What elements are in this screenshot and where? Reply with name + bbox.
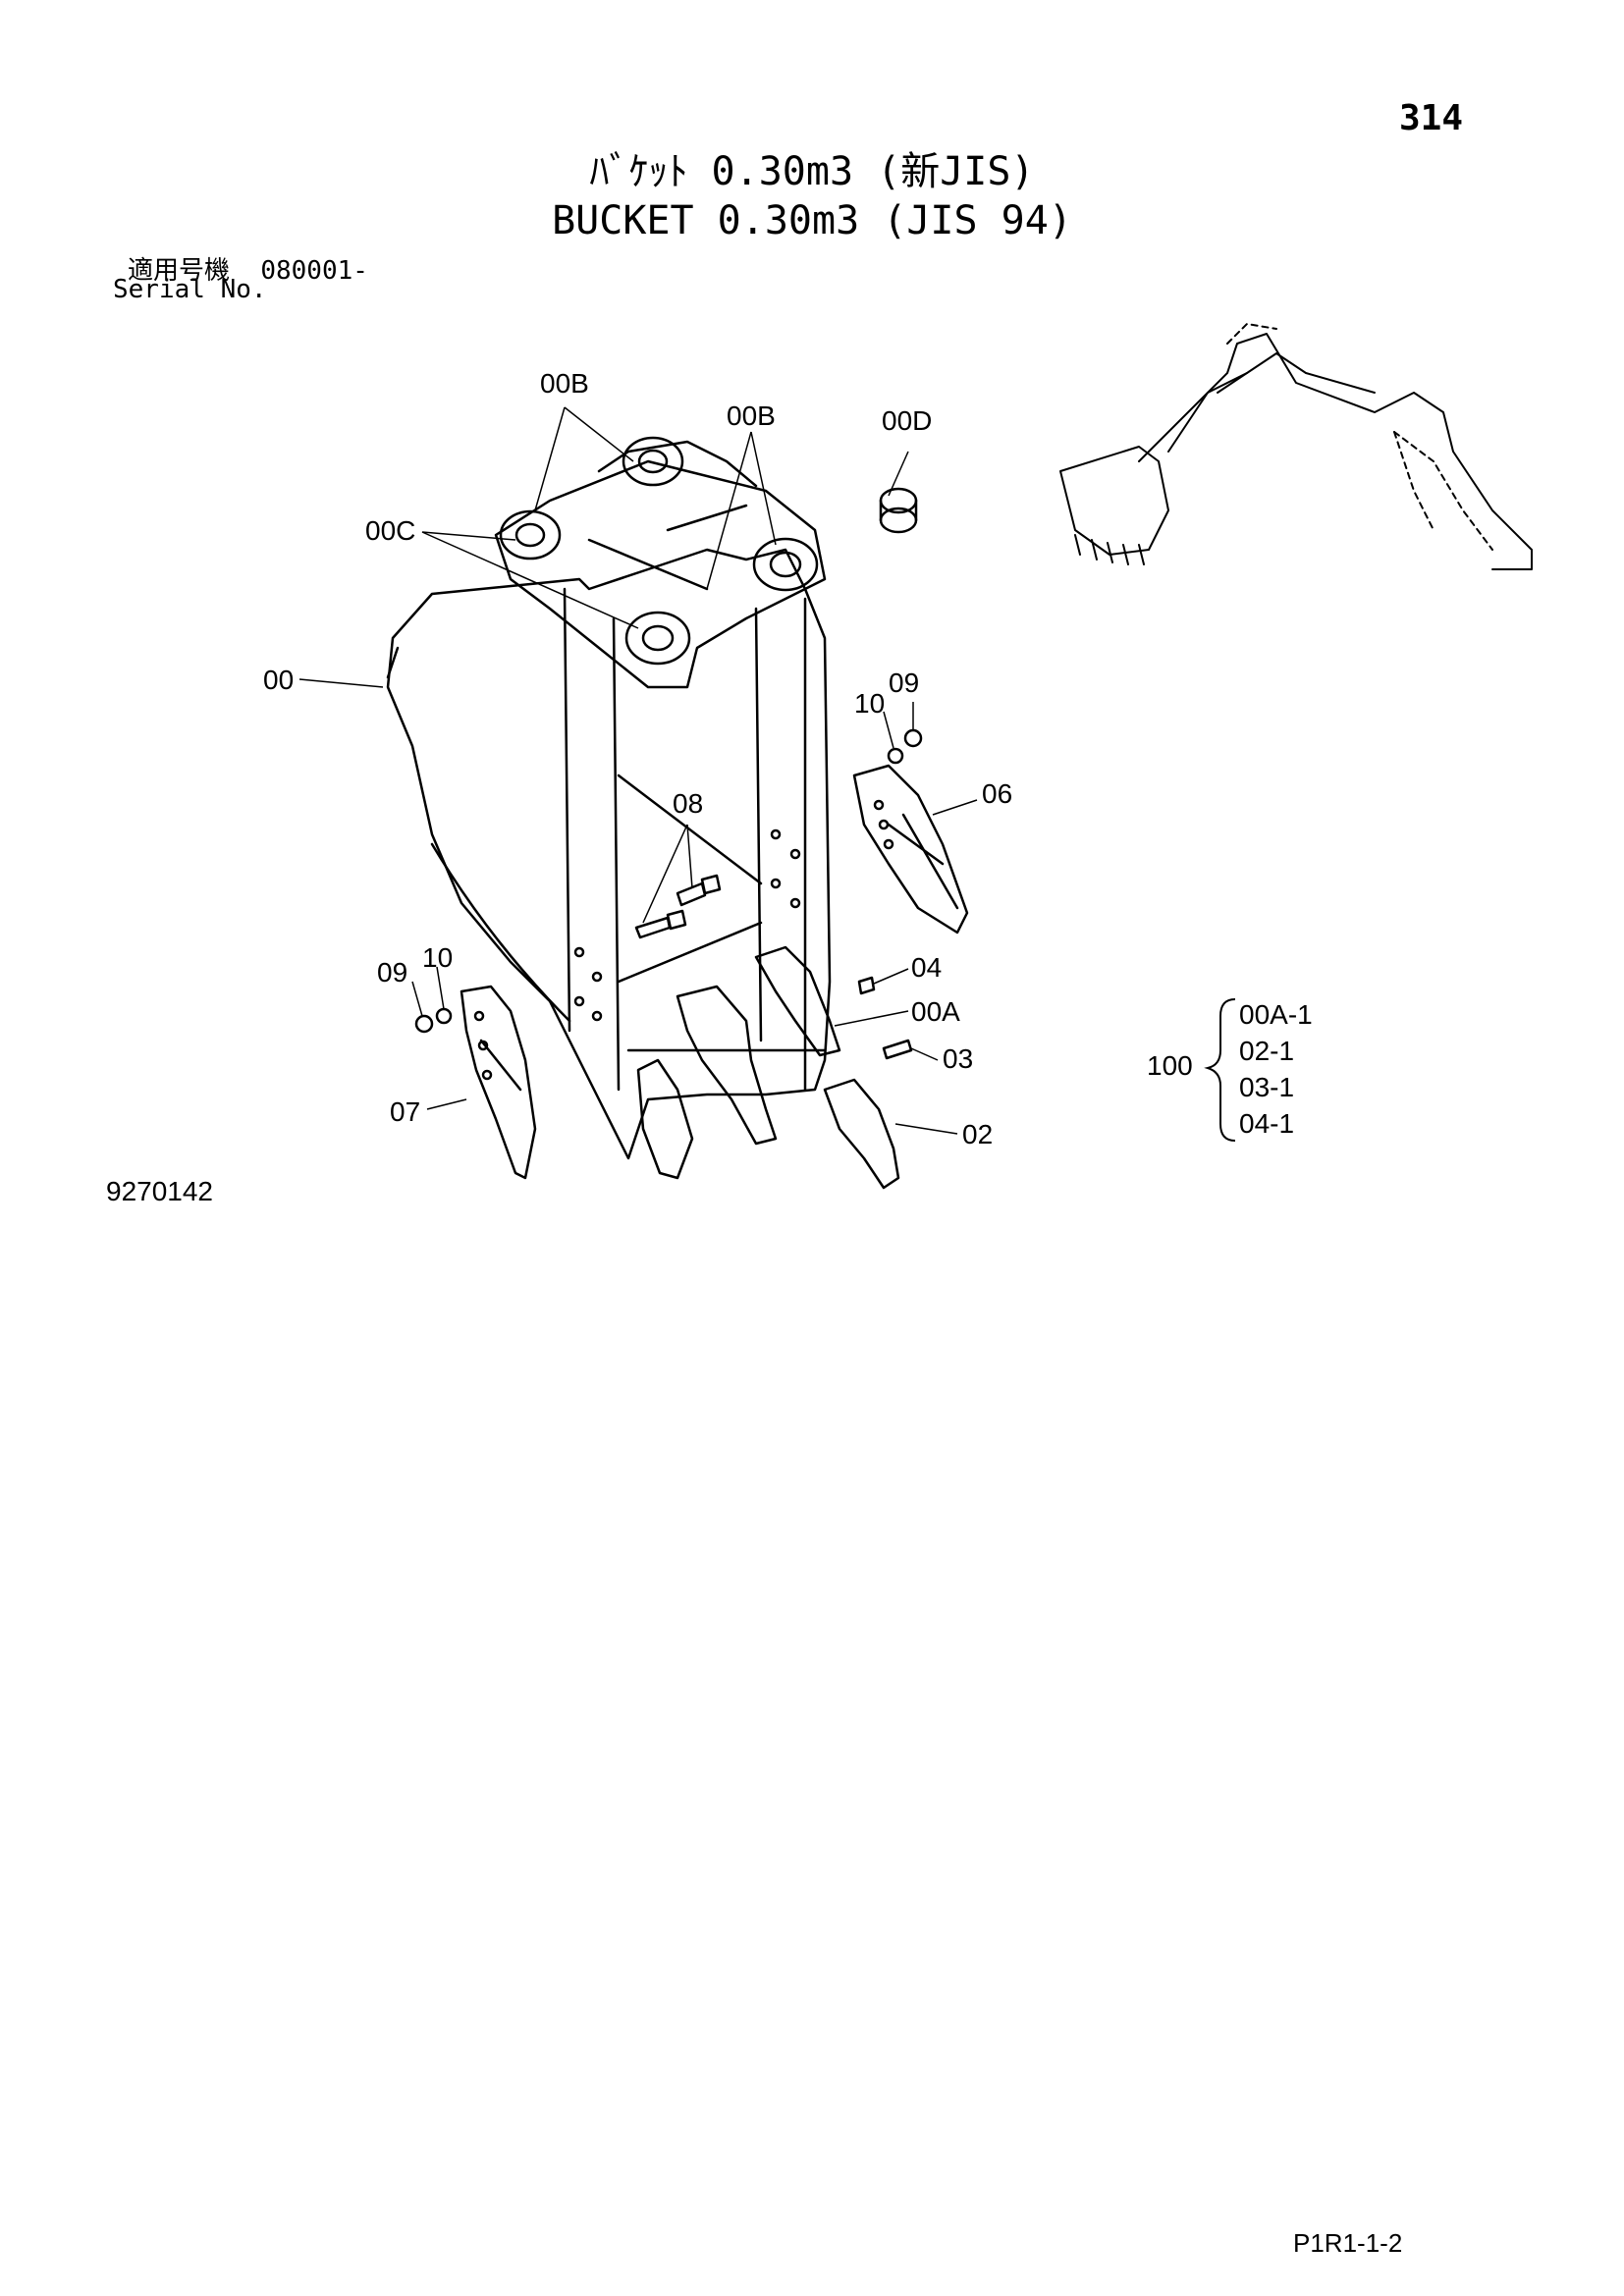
- footer-code: P1R1-1-2: [1293, 2228, 1403, 2258]
- leader-00b-b-1: [706, 431, 752, 590]
- kit-item: 02-1: [1239, 1036, 1294, 1066]
- figure-number: 9270142: [106, 1176, 214, 1206]
- leader-lines: [298, 406, 978, 1135]
- callout-00b-a: 00B: [540, 368, 589, 399]
- leader-00d: [888, 451, 909, 497]
- callout-08: 08: [673, 788, 703, 819]
- boss-pin-lower-right: [752, 537, 819, 592]
- title-english: BUCKET 0.30m3 (JIS 94): [552, 198, 1072, 243]
- bucket-shell: [386, 548, 832, 1160]
- kit-item: 04-1: [1239, 1108, 1294, 1139]
- boss-pin-lower-left: [624, 611, 691, 666]
- tooth-center: [676, 985, 778, 1146]
- leader-08-1: [642, 824, 688, 924]
- side-cutter-07: [460, 985, 537, 1180]
- callout-00: 00: [263, 665, 294, 695]
- tooth-left: [636, 1058, 694, 1180]
- callout-07: 07: [390, 1096, 420, 1127]
- serial-label-japanese: 適用号機 080001-: [128, 250, 368, 287]
- leader-00: [298, 678, 384, 688]
- leader-09-left: [411, 981, 423, 1017]
- serial-label-english: Serial No.: [113, 275, 267, 304]
- leader-10-right: [883, 711, 894, 749]
- leader-02: [894, 1123, 958, 1135]
- callout-labels: 00B 00B 00D 00C 00 10 09 06 08 09 10 04 …: [263, 368, 1012, 1149]
- title-japanese: ﾊﾞｹｯﾄ 0.30m3 (新JIS): [589, 149, 1035, 194]
- serial-label-jp-text: 適用号機: [128, 256, 231, 286]
- leader-00b-a-1: [534, 406, 566, 511]
- pin-03: [882, 1039, 913, 1060]
- callout-06: 06: [982, 778, 1012, 809]
- nut-09-right: [903, 728, 923, 748]
- tooth-right-adapter: [754, 945, 841, 1057]
- callout-00a: 00A: [911, 996, 960, 1027]
- leader-07: [426, 1098, 467, 1110]
- side-cutter-06: [852, 764, 969, 934]
- serial-value: 080001-: [260, 256, 368, 286]
- callout-02: 02: [962, 1119, 993, 1149]
- leader-00c-1: [421, 531, 516, 541]
- washer-10-left: [435, 1007, 453, 1025]
- callout-00b-b: 00B: [727, 400, 776, 431]
- page-number: 314: [1399, 98, 1464, 138]
- boss-pin-upper-left: [499, 509, 562, 561]
- callout-04: 04: [911, 952, 942, 983]
- callout-00d: 00D: [882, 405, 932, 436]
- callout-09-left: 09: [377, 957, 407, 988]
- callout-00c: 00C: [365, 515, 415, 546]
- callout-09-right: 09: [889, 667, 919, 698]
- leader-00b-a-2: [564, 406, 634, 462]
- callout-03: 03: [943, 1043, 973, 1074]
- leader-08-2: [686, 824, 693, 889]
- leader-06: [932, 799, 978, 816]
- kit-brace: [1204, 998, 1236, 1142]
- nut-09-left: [414, 1014, 434, 1034]
- kit-group: 100 00A-1 02-1 03-1 04-1: [1147, 998, 1313, 1142]
- tooth-02-loose: [823, 1078, 900, 1190]
- leader-04: [873, 968, 909, 985]
- bushing-00d: [879, 487, 918, 534]
- boss-pin-upper-right: [622, 436, 684, 487]
- kit-item: 03-1: [1239, 1072, 1294, 1102]
- kit-item: 00A-1: [1239, 999, 1313, 1030]
- side-plate-holes: [573, 828, 801, 1022]
- bucket-bracket: [494, 440, 827, 689]
- leader-00a: [834, 1010, 909, 1027]
- callout-10-left: 10: [422, 942, 453, 973]
- excavator-inset: [1059, 323, 1533, 570]
- washer-10-right: [887, 747, 904, 765]
- bolt-08-left: [634, 909, 687, 939]
- bolt-08-right: [676, 874, 722, 907]
- lock-04: [857, 976, 876, 995]
- kit-number: 100: [1147, 1050, 1193, 1081]
- leader-00b-b-2: [750, 431, 777, 546]
- leader-00c-2: [421, 531, 639, 629]
- leader-10-left: [436, 966, 445, 1010]
- callout-10-right: 10: [854, 688, 885, 719]
- leader-03: [910, 1047, 939, 1061]
